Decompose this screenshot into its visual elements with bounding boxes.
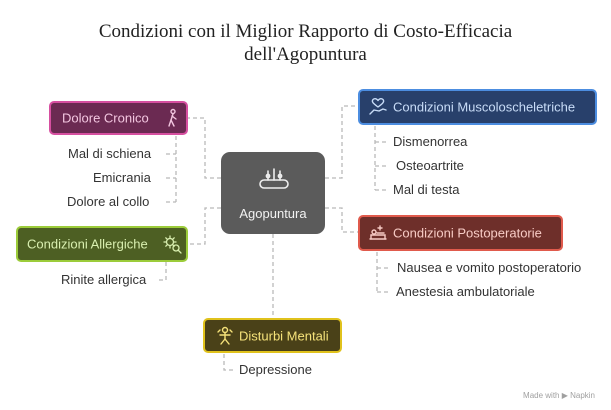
leaf-dismenorrea: Dismenorrea (393, 134, 468, 149)
leaf-anestesia-ambulatoriale: Anestesia ambulatoriale (396, 284, 535, 299)
diagram-title: Condizioni con il Miglior Rapporto di Co… (0, 20, 611, 66)
acupuncture-icon (259, 168, 289, 189)
leaf-nausea-vomito: Nausea e vomito postoperatorio (397, 260, 582, 275)
node-disturbi-mentali: Disturbi Mentali (203, 318, 342, 353)
leaf-mal-di-testa: Mal di testa (393, 182, 460, 197)
node-condizioni-muscoloscheletriche: Condizioni Muscoloscheletriche (358, 89, 597, 125)
node-condizioni-allergiche-label: Condizioni Allergiche (27, 236, 148, 252)
node-disturbi-mentali-label: Disturbi Mentali (239, 328, 329, 343)
title-line-2: dell'Agopuntura (244, 44, 367, 65)
node-dolore-cronico-label: Dolore Cronico (62, 110, 149, 126)
mental-health-icon (217, 326, 233, 345)
title-line-1: Condizioni con il Miglior Rapporto di Co… (98, 21, 513, 42)
node-condizioni-muscoloscheletriche-label: Condizioni Muscoloscheletriche (393, 99, 576, 115)
leaf-mal-di-schiena: Mal di schiena (68, 146, 152, 161)
central-label: Agopuntura (239, 206, 307, 221)
leaf-depressione: Depressione (239, 362, 312, 377)
node-condizioni-postoperatorie-label: Condizioni Postoperatorie (393, 225, 542, 241)
leaf-dolore-al-collo: Dolore al collo (67, 194, 150, 209)
node-condizioni-allergiche: Condizioni Allergiche (16, 226, 188, 262)
surgery-bed-icon (369, 225, 387, 240)
heart-hand-icon (369, 97, 387, 115)
pain-body-icon (168, 108, 177, 127)
leaf-osteoartrite: Osteoartrite (396, 158, 464, 173)
node-condizioni-postoperatorie: Condizioni Postoperatorie (358, 215, 563, 251)
leaf-emicrania: Emicrania (93, 170, 151, 185)
leaf-rinite-allergica: Rinite allergica (61, 272, 147, 287)
napkin-watermark: Made with ▶ Napkin (523, 391, 595, 400)
central-node: Agopuntura (221, 152, 325, 234)
allergy-virus-icon (163, 235, 182, 254)
node-dolore-cronico: Dolore Cronico (49, 101, 188, 135)
